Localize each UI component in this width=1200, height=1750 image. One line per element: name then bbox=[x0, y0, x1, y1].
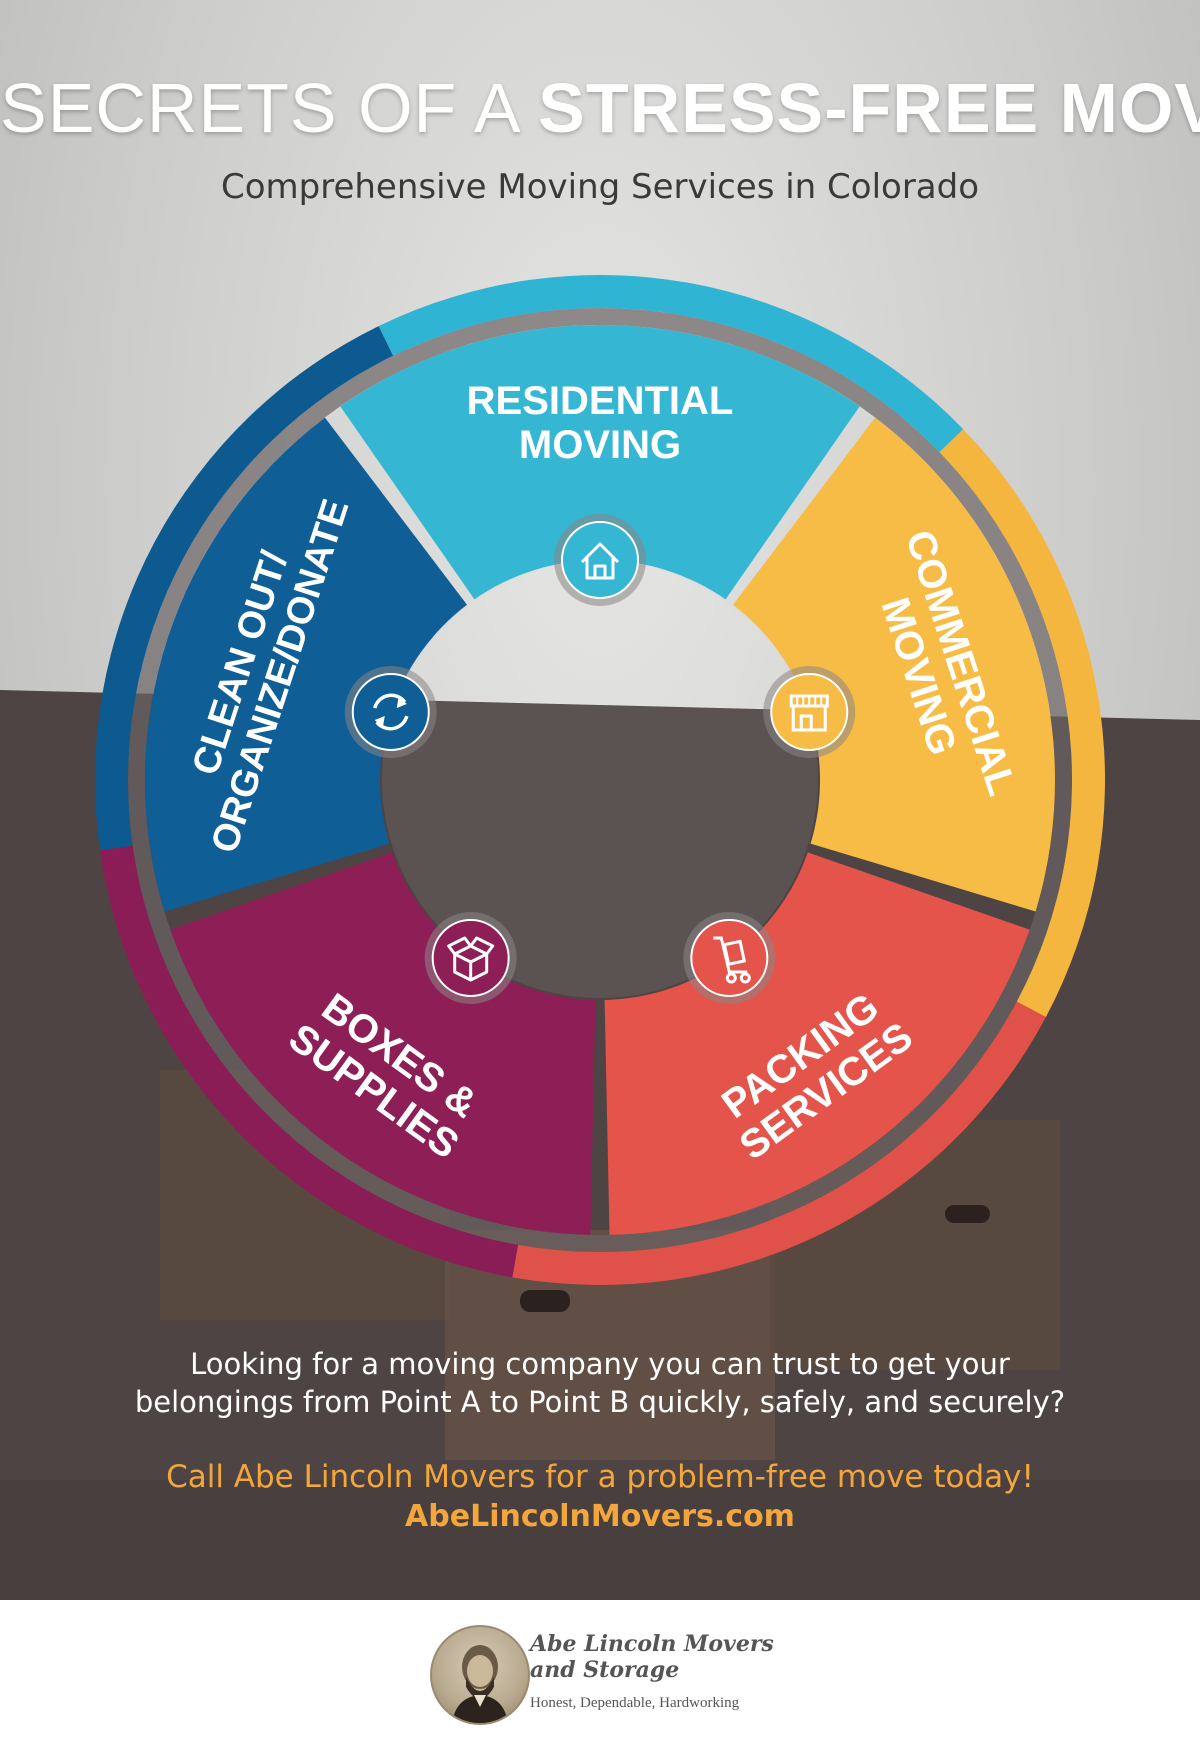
ring-gap bbox=[128, 308, 1072, 1252]
recycle-arrows-icon bbox=[344, 666, 437, 759]
question-line-2: belongings from Point A to Point B quick… bbox=[134, 1385, 1066, 1419]
segment-packing[interactable] bbox=[604, 852, 1030, 1235]
segment-cleanout[interactable] bbox=[145, 417, 467, 912]
logo-tagline: Honest, Dependable, Hardworking bbox=[530, 1695, 740, 1711]
question-line-1: Looking for a moving company you can tru… bbox=[190, 1347, 1010, 1381]
label-residential-line-2: MOVING bbox=[519, 423, 681, 467]
title-bold: STRESS-FREE MOVE bbox=[538, 69, 1200, 147]
outer-ring-residential bbox=[378, 274, 964, 453]
call-to-action: Call Abe Lincoln Movers for a problem-fr… bbox=[166, 1459, 1034, 1495]
hub-center bbox=[382, 562, 818, 998]
hand-truck-icon bbox=[683, 911, 776, 1004]
page-subtitle: Comprehensive Moving Services in Colorad… bbox=[220, 167, 980, 207]
footer: Abe Lincoln Movers and Storage Honest, D… bbox=[0, 1600, 1200, 1750]
storefront-icon bbox=[763, 666, 856, 759]
outer-ring-cleanout bbox=[94, 326, 394, 851]
wheel-segments bbox=[145, 325, 1055, 1235]
question-text: Looking for a moving company you can tru… bbox=[0, 1345, 1200, 1421]
open-box-icon bbox=[424, 911, 517, 1004]
services-wheel: RESIDENTIALMOVINGCOMMERCIALMOVINGPACKING… bbox=[94, 274, 1105, 1285]
lincoln-portrait-icon bbox=[430, 1625, 530, 1725]
segment-commercial[interactable] bbox=[733, 417, 1055, 912]
logo-line-2: and Storage bbox=[530, 1657, 680, 1683]
logo-line-1: Abe Lincoln Movers bbox=[530, 1631, 774, 1657]
bottom-text: Looking for a moving company you can tru… bbox=[0, 1345, 1200, 1534]
outer-ring-boxes bbox=[99, 845, 519, 1278]
company-logo[interactable]: Abe Lincoln Movers and Storage Honest, D… bbox=[430, 1625, 790, 1725]
logo-name: Abe Lincoln Movers and Storage bbox=[530, 1631, 774, 1683]
website-link[interactable]: AbeLincolnMovers.com bbox=[405, 1499, 795, 1534]
page-title: SECRETS OF A STRESS-FREE MOVE bbox=[0, 70, 1200, 147]
segment-residential[interactable] bbox=[340, 325, 860, 600]
title-light: SECRETS OF A bbox=[0, 69, 518, 147]
house-icon bbox=[554, 514, 646, 606]
wheel-hub bbox=[382, 562, 818, 998]
outer-ring-commercial bbox=[939, 429, 1105, 1018]
wheel-icons bbox=[344, 514, 856, 1004]
outer-ring-packing bbox=[512, 1001, 1046, 1285]
segment-boxes[interactable] bbox=[170, 852, 596, 1235]
label-residential-line-1: RESIDENTIAL bbox=[467, 379, 734, 423]
outer-ring bbox=[94, 274, 1105, 1285]
header: SECRETS OF A STRESS-FREE MOVE Comprehens… bbox=[0, 70, 1200, 208]
